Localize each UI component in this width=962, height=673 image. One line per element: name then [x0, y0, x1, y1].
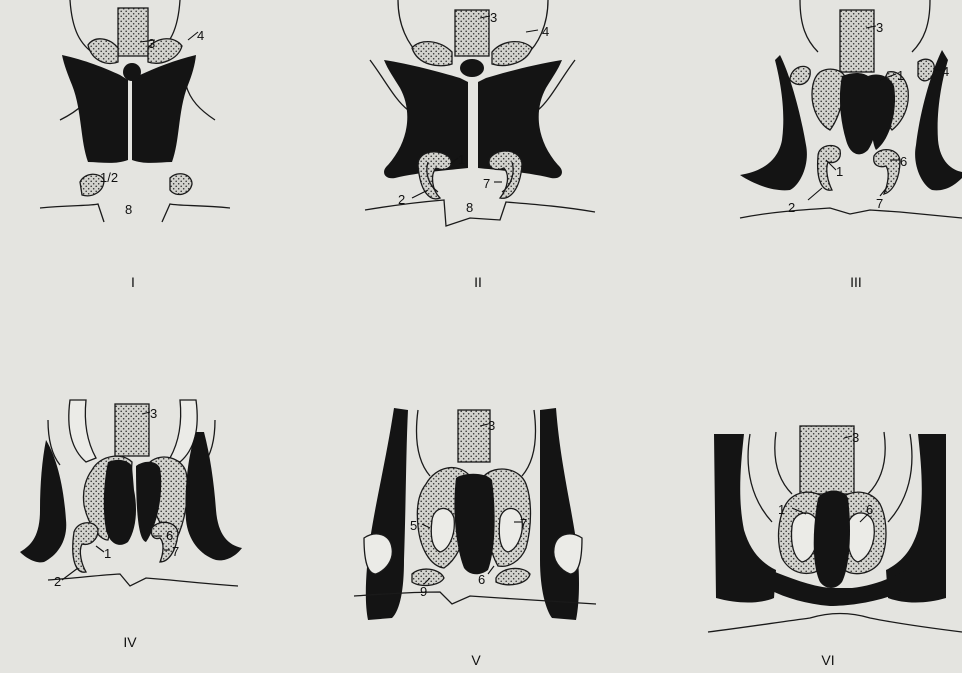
label-7: 7: [483, 176, 490, 191]
leader-line: [96, 546, 104, 552]
panel-6: 3 1 6 VI: [708, 426, 962, 668]
label-3: 3: [148, 36, 155, 51]
leader-line: [412, 190, 428, 198]
outer-muscle-right: [185, 432, 242, 560]
central-muscle: [814, 491, 850, 589]
panel-2: 3 4 1 2 7 8 II: [365, 0, 595, 290]
stippled-band: [492, 42, 532, 66]
base-line: [40, 204, 230, 222]
outer-muscle-left: [20, 440, 66, 562]
panel-3: 3 4 1 1 2 6 7 III: [740, 0, 962, 290]
label-3: 3: [488, 418, 495, 433]
label-3: 3: [852, 430, 859, 445]
stippled-nodule: [170, 174, 192, 195]
panel-numeral: III: [850, 274, 862, 290]
central-muscle: [104, 460, 136, 545]
label-2: 2: [788, 200, 795, 215]
panel-numeral: IV: [123, 634, 137, 650]
label-3: 3: [150, 406, 157, 421]
stippled-structure: [489, 151, 522, 198]
stippled-structure: [73, 523, 98, 572]
label-4: 4: [542, 24, 549, 39]
label-4: 4: [197, 28, 204, 43]
stippled-structure: [418, 152, 451, 199]
base-line: [708, 614, 962, 633]
stippled-column-3: [115, 404, 149, 456]
stippled-column-3: [800, 426, 854, 494]
label-1-2: 1/2: [100, 170, 118, 185]
label-6: 6: [900, 154, 907, 169]
leader-line: [526, 30, 538, 32]
muscle-left: [62, 55, 128, 163]
label-5: 5: [410, 518, 417, 533]
label-4: 4: [942, 64, 949, 79]
panel-numeral: I: [131, 274, 135, 290]
label-2: 2: [398, 192, 405, 207]
stippled-band: [412, 42, 452, 66]
outer-muscle-left: [366, 408, 408, 620]
label-9: 9: [420, 584, 427, 599]
outer-muscle-right: [540, 408, 579, 620]
leader-line: [808, 188, 822, 200]
label-7: 7: [876, 196, 883, 211]
wall-outline: [69, 400, 96, 462]
panel-1: 3 4 1/2 8 I: [40, 0, 230, 290]
label-7: 7: [172, 544, 179, 559]
fascia-line: [186, 85, 215, 120]
stippled-nodule: [412, 569, 444, 585]
label-8: 8: [466, 200, 473, 215]
stippled-column-3: [840, 10, 874, 72]
label-1: 1: [458, 152, 465, 167]
stippled-band: [88, 39, 118, 64]
muscle-right: [132, 55, 196, 163]
stippled-column-3: [118, 8, 148, 56]
label-6: 6: [866, 502, 873, 517]
panel-numeral: VI: [821, 652, 834, 668]
panel-4: 3 1 2 6 7 IV: [20, 400, 242, 650]
label-7: 7: [520, 516, 527, 531]
label-8: 8: [125, 202, 132, 217]
outer-muscle-left: [714, 434, 776, 603]
central-node: [123, 63, 141, 81]
base-line: [48, 574, 238, 586]
label-1: 1: [836, 164, 843, 179]
label-3: 3: [490, 10, 497, 25]
base-line: [740, 208, 962, 218]
central-muscle: [454, 474, 494, 575]
label-6: 6: [166, 528, 173, 543]
label-1: 1: [897, 68, 904, 83]
central-node: [460, 59, 484, 77]
label-1: 1: [778, 502, 785, 517]
label-1: 1: [104, 546, 111, 561]
label-3: 3: [876, 20, 883, 35]
stippled-column-3: [458, 410, 490, 462]
label-6: 6: [478, 572, 485, 587]
stippled-nodule: [790, 66, 810, 84]
label-2: 2: [54, 574, 61, 589]
stippled-nodule: [496, 568, 530, 584]
panel-numeral: II: [474, 274, 482, 290]
panel-5: 3 5 7 9 6 V: [354, 408, 596, 668]
panel-numeral: V: [471, 652, 481, 668]
